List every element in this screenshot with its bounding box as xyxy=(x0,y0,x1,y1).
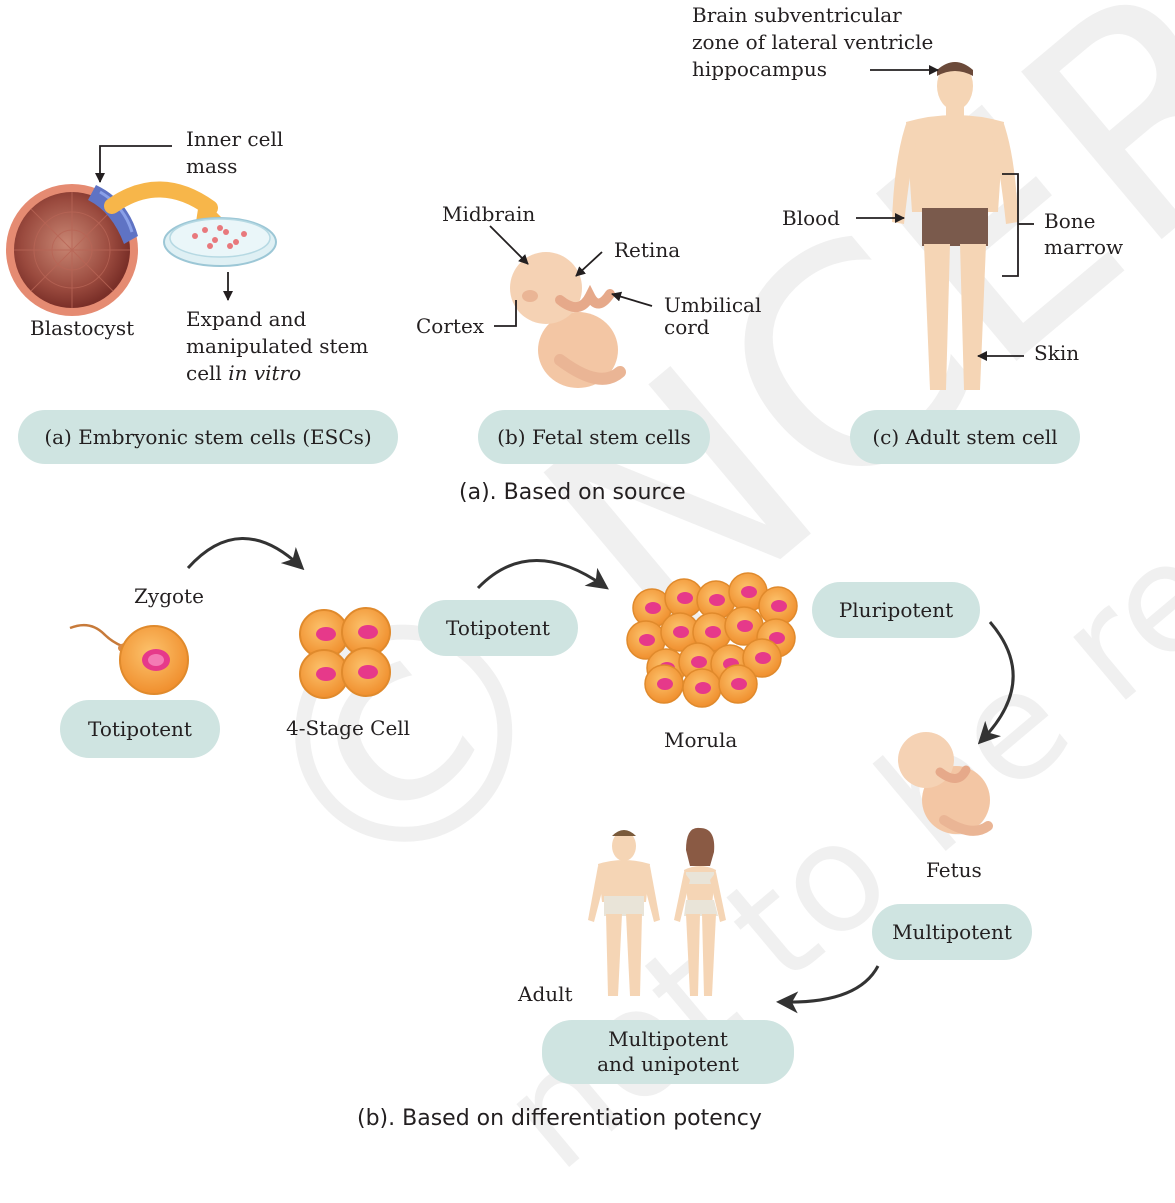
morula-cell-nucleus xyxy=(741,586,757,598)
multipotent-pill: Multipotent xyxy=(872,904,1032,960)
morula-label: Morula xyxy=(664,728,738,752)
totipotent-pill-2: Totipotent xyxy=(418,600,578,656)
umbilical-cord-label: Umbilical cord xyxy=(664,293,762,339)
morula-cell-nucleus xyxy=(691,656,707,668)
cortex-label: Cortex xyxy=(416,314,485,338)
midbrain-label: Midbrain xyxy=(442,202,536,226)
expand-label: Expand and manipulated stem cell in vitr… xyxy=(186,307,369,385)
totipotent-pill-1: Totipotent xyxy=(60,700,220,758)
morula-cell-nucleus xyxy=(639,634,655,646)
four-stage-cell-illustration xyxy=(299,607,391,699)
retina-label: Retina xyxy=(614,238,681,262)
morula-cell-nucleus xyxy=(771,600,787,612)
fetus-b-illustration xyxy=(898,732,993,836)
adult-male-illustration xyxy=(892,62,1018,390)
petri-dish-illustration xyxy=(163,217,277,267)
morula-cell-nucleus xyxy=(645,602,661,614)
adult-pill: (c) Adult stem cell xyxy=(850,410,1080,464)
panel-b-caption: (b). Based on differentiation potency xyxy=(357,1106,762,1131)
morula-cell-nucleus xyxy=(737,620,753,632)
morula-cell-nucleus xyxy=(705,626,721,638)
morula-cell-nucleus xyxy=(769,632,785,644)
skin-label: Skin xyxy=(1034,341,1080,365)
blastocyst-label: Blastocyst xyxy=(30,316,135,340)
morula-cell-nucleus xyxy=(657,678,673,690)
adult-couple-illustration xyxy=(588,827,726,996)
morula-cell-nucleus xyxy=(673,626,689,638)
fetus-illustration xyxy=(510,252,626,388)
four-stage-label: 4-Stage Cell xyxy=(286,716,411,740)
brain-label: Brain subventricular zone of lateral ven… xyxy=(692,3,934,81)
blood-label: Blood xyxy=(782,206,840,230)
inner-cell-mass-label: Inner cell mass xyxy=(186,127,284,178)
morula-cell-nucleus xyxy=(695,682,711,694)
blastocyst-illustration xyxy=(6,184,138,316)
pluripotent-pill: Pluripotent xyxy=(812,582,980,638)
panel-a-caption: (a). Based on source xyxy=(459,480,686,505)
morula-cell-nucleus xyxy=(755,652,771,664)
morula-cell-nucleus xyxy=(731,678,747,690)
multipotent-unipotent-pill: Multipotent and unipotent xyxy=(542,1020,794,1084)
zygote-label: Zygote xyxy=(134,584,204,608)
morula-cell-nucleus xyxy=(709,594,725,606)
diagram-graphics xyxy=(6,62,1034,1014)
fetal-pill: (b) Fetal stem cells xyxy=(478,410,710,464)
morula-illustration xyxy=(626,572,798,708)
zygote-illustration xyxy=(69,623,189,695)
bone-marrow-label: Bone marrow xyxy=(1044,209,1124,259)
fetus-label: Fetus xyxy=(926,858,982,882)
adult-label: Adult xyxy=(518,982,573,1006)
esc-pill: (a) Embryonic stem cells (ESCs) xyxy=(18,410,398,464)
morula-cell-nucleus xyxy=(677,592,693,604)
